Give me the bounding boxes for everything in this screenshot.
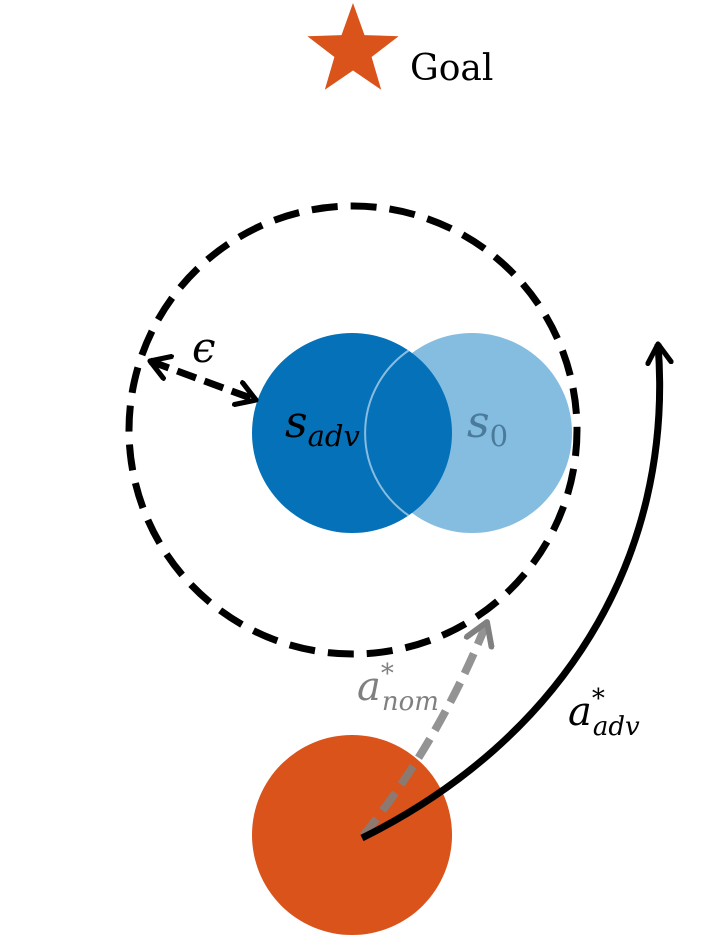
goal-label: Goal <box>410 48 493 89</box>
adversarial-action-superscript: * <box>592 684 605 714</box>
goal-marker: Goal <box>307 3 493 90</box>
adversarial-state-subscript: adv <box>308 419 361 453</box>
nominal-action-superscript: * <box>381 659 394 689</box>
epsilon-label: ϵ <box>192 323 216 372</box>
epsilon-ball-boundary <box>125 202 581 658</box>
adversarial-state-label: sadv <box>285 397 360 453</box>
nominal-state-label: s0 <box>467 397 508 453</box>
star-icon <box>307 3 399 90</box>
epsilon-radius-arrow <box>150 361 256 400</box>
nominal-state-subscript: 0 <box>490 419 508 453</box>
adversarial-state-circle <box>252 333 452 533</box>
state-overlap-edge <box>364 349 410 517</box>
agent-circle <box>252 735 452 935</box>
adversarial-action-subscript: adv <box>593 712 640 742</box>
nominal-action-subscript: nom <box>382 687 439 717</box>
adversarial-action-arrow <box>360 344 660 842</box>
nominal-action-label: a*nom <box>357 659 439 717</box>
adversarial-action-label: a*adv <box>568 684 640 742</box>
